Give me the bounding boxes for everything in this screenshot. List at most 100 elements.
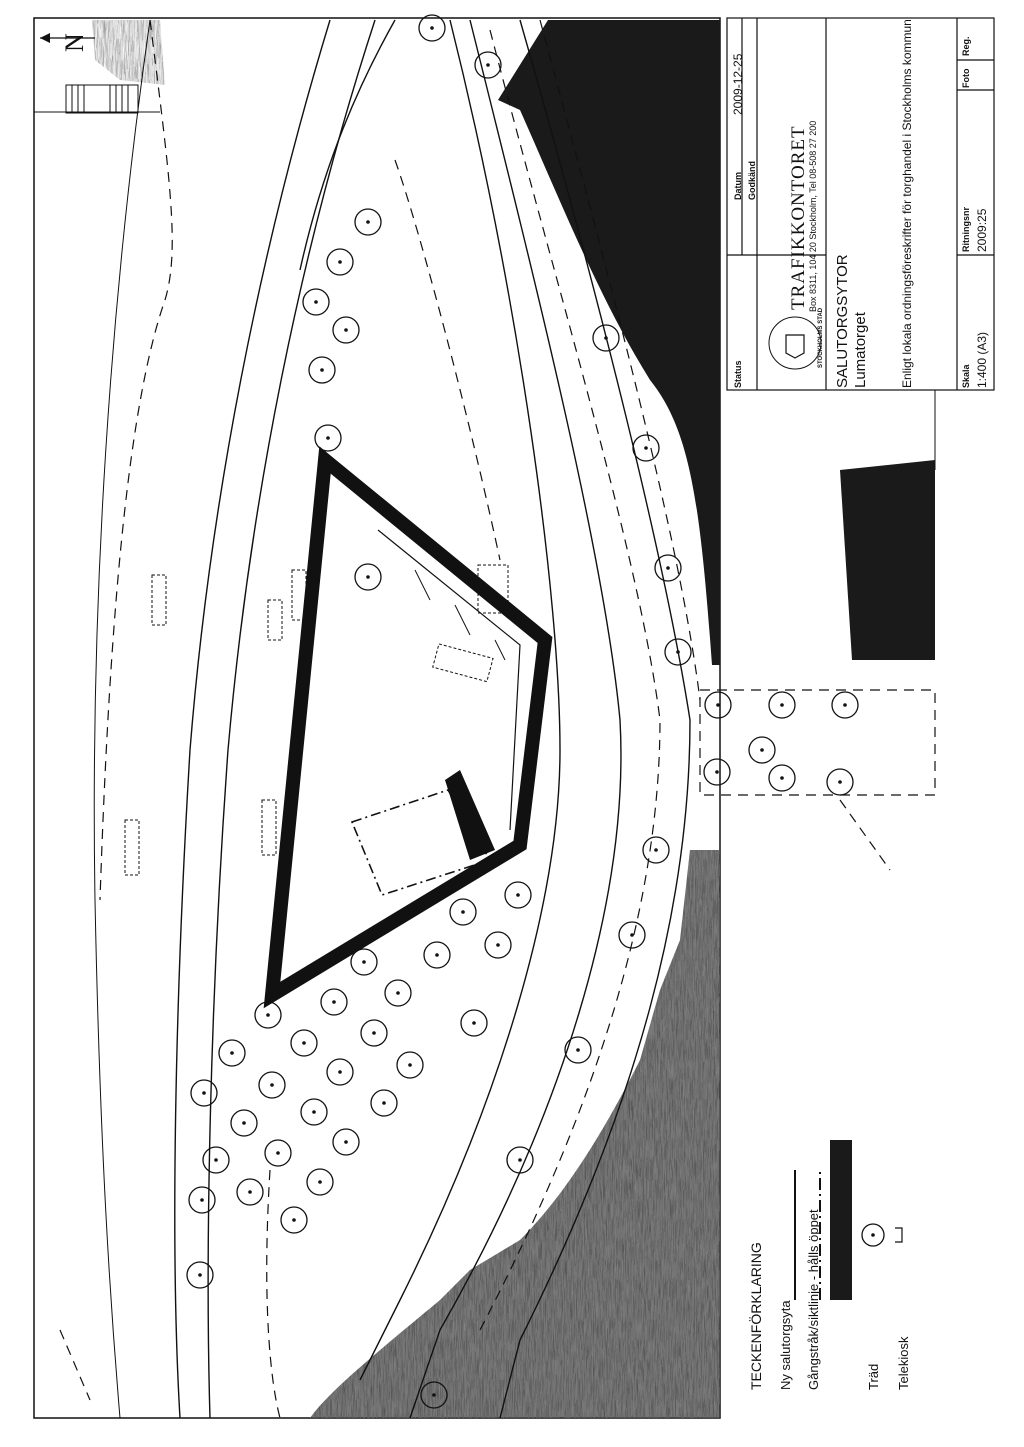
- tree-symbol: [506, 1146, 534, 1174]
- north-arrow: [40, 33, 95, 43]
- tree-center: [242, 1121, 246, 1125]
- tree-symbol: [280, 1206, 308, 1234]
- tree-symbol: [370, 1089, 398, 1117]
- tree-center: [435, 953, 439, 957]
- tree-center: [516, 893, 520, 897]
- tree-symbol: [564, 1036, 592, 1064]
- tree-symbol: [332, 316, 360, 344]
- tree-symbol: [332, 1128, 360, 1156]
- foto-label: Foto: [961, 68, 971, 89]
- tree-center: [396, 991, 400, 995]
- tree-center: [604, 336, 608, 340]
- tree-symbol: [418, 14, 446, 42]
- tree-symbol: [632, 434, 660, 462]
- tree-symbol: [218, 1039, 246, 1067]
- tree-symbol: [642, 836, 670, 864]
- tree-symbol: [504, 881, 532, 909]
- building-right: [840, 460, 935, 660]
- seal-text: STOCKHOLMS STAD: [818, 307, 824, 368]
- tree-center: [292, 1218, 296, 1222]
- tree-symbol: [460, 1009, 488, 1037]
- tree-center: [461, 910, 465, 914]
- building-corner: [92, 20, 165, 85]
- tree-center: [760, 748, 764, 752]
- roads: [93, 19, 691, 1419]
- trees: [186, 14, 859, 1409]
- tree-symbol: [302, 288, 330, 316]
- north-letter: N: [60, 33, 89, 52]
- tree-center: [780, 703, 784, 707]
- ritning-label: Ritningsnr: [961, 207, 971, 252]
- tree-center: [576, 1048, 580, 1052]
- tree-center: [715, 770, 719, 774]
- project-title: SALUTORGSYTOR: [834, 254, 851, 388]
- tree-symbol: [306, 1168, 334, 1196]
- tree-center: [318, 1180, 322, 1184]
- tree-symbol: [420, 1381, 448, 1409]
- tree-center: [486, 63, 490, 67]
- tree-symbol: [354, 563, 382, 591]
- tree-symbol: [290, 1029, 318, 1057]
- tree-symbol: [202, 1146, 230, 1174]
- legend-item-telekiosk: Telekiosk: [896, 1336, 911, 1390]
- tree-center: [270, 1083, 274, 1087]
- tree-center: [344, 328, 348, 332]
- office-address: Box 8311, 104 20 Stockholm, Tel 08-508 2…: [808, 120, 818, 312]
- tree-symbol: [768, 691, 796, 719]
- tree-symbol: [592, 324, 620, 352]
- datum-value: 2009-12-25: [731, 53, 745, 115]
- new-sales-area: [350, 789, 492, 896]
- building-lower-dark: [310, 850, 720, 1418]
- tree-symbol: [188, 1186, 216, 1214]
- tree-symbol: [320, 988, 348, 1016]
- tree-symbol: [354, 208, 382, 236]
- tree-symbol: [664, 638, 692, 666]
- skala-label: Skala: [961, 364, 971, 388]
- tree-center: [472, 1021, 476, 1025]
- tree-center: [332, 1000, 336, 1004]
- datum-label: Datum: [733, 171, 743, 200]
- tree-symbol: [768, 764, 796, 792]
- tree-center: [338, 1070, 342, 1074]
- tree-center: [676, 650, 680, 654]
- tree-center: [326, 436, 330, 440]
- tree-center: [320, 368, 324, 372]
- tree-center: [202, 1091, 206, 1095]
- tree-symbol: [326, 248, 354, 276]
- tree-symbol: [308, 356, 336, 384]
- tree-center: [198, 1273, 202, 1277]
- tree-center: [630, 933, 634, 937]
- tree-symbol: [326, 1058, 354, 1086]
- tree-center: [338, 260, 342, 264]
- tree-center: [312, 1110, 316, 1114]
- tree-center: [644, 446, 648, 450]
- tree-symbol: [826, 768, 854, 796]
- tree-center: [344, 1140, 348, 1144]
- tree-center: [666, 566, 670, 570]
- tree-center: [314, 300, 318, 304]
- reg-label: Reg.: [961, 36, 971, 56]
- tree-center: [838, 780, 842, 784]
- skala-value: 1:400 (A3): [975, 331, 989, 388]
- tree-symbol: [230, 1109, 258, 1137]
- tree-symbol: [314, 424, 342, 452]
- status-label: Status: [733, 360, 743, 388]
- city-seal: [768, 316, 822, 370]
- tree-symbol: [449, 898, 477, 926]
- project-subtitle: Lumatorget: [852, 312, 869, 388]
- stairs: [34, 84, 160, 114]
- tree-symbol: [258, 1071, 286, 1099]
- buildings: [92, 20, 935, 1418]
- tree-symbol: [360, 1019, 388, 1047]
- market-area: [263, 446, 553, 1009]
- tree-symbol: [484, 931, 512, 959]
- tree-center: [654, 848, 658, 852]
- office-name: TRAFIKKONTORET: [788, 125, 809, 310]
- tree-symbol: [186, 1261, 214, 1289]
- tree-symbol: [704, 691, 732, 719]
- tree-center: [214, 1158, 218, 1162]
- title-block: [726, 17, 995, 470]
- tree-center: [382, 1101, 386, 1105]
- ritning-value: 2009:25: [975, 208, 989, 252]
